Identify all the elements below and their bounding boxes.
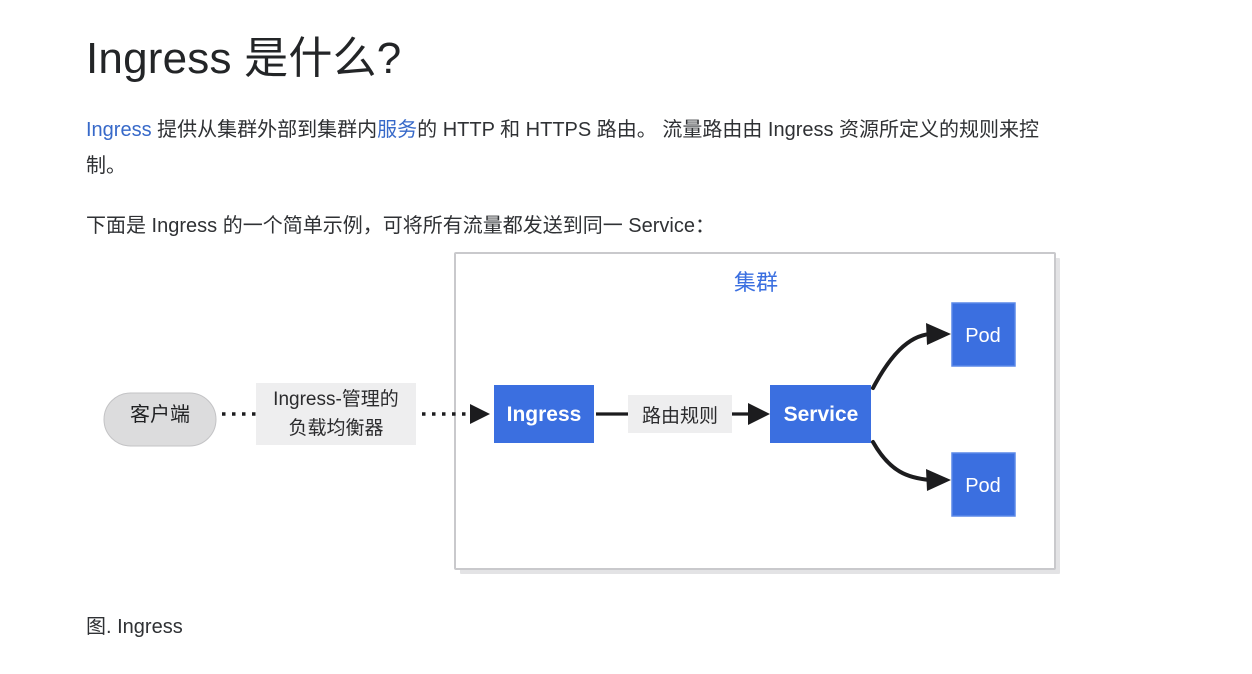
page-title: Ingress 是什么? [86, 34, 402, 84]
client-to-ingress-arrowhead [470, 404, 490, 424]
loadbalancer-label-background [256, 383, 416, 445]
intro-paragraph: Ingress 提供从集群外部到集群内服务的 HTTP 和 HTTPS 路由。 … [86, 112, 1076, 184]
ingress-diagram: 集群 客户端 Ingress-管理的 负载均衡器 Ingress 路由规则 Se… [0, 240, 1252, 600]
intro-text-part-2: 的 HTTP 和 HTTPS 路由。 流量路由由 Ingress 资源所定义的规… [86, 119, 1040, 177]
service-to-pod-top-arrowhead [926, 323, 951, 345]
loadbalancer-label-line-1: Ingress-管理的 [273, 388, 399, 410]
routing-rule-label: 路由规则 [642, 405, 718, 427]
pod-bottom-node [951, 452, 1016, 517]
pod-bottom-label: Pod [965, 475, 1001, 497]
client-label: 客户端 [130, 403, 190, 426]
figure-caption: 图. Ingress [86, 616, 183, 638]
service-link[interactable]: 服务 [377, 119, 418, 141]
client-node [103, 392, 217, 447]
ingress-link[interactable]: Ingress [86, 119, 152, 141]
service-to-pod-top-line [871, 332, 932, 390]
intro-text-part-1: 提供从集群外部到集群内 [151, 119, 378, 141]
service-to-pod-bottom-line [871, 440, 932, 482]
example-paragraph: 下面是 Ingress 的一个简单示例，可将所有流量都发送到同一 Service… [86, 215, 715, 237]
pod-top-label: Pod [965, 325, 1001, 347]
service-node [770, 385, 871, 443]
routing-rule-label-background [628, 395, 732, 433]
loadbalancer-label-line-2: 负载均衡器 [288, 417, 383, 439]
ingress-node [494, 385, 594, 443]
service-node-label: Service [784, 403, 859, 426]
ingress-node-label: Ingress [507, 403, 582, 426]
cluster-label: 集群 [734, 270, 778, 295]
service-to-pod-bottom-arrowhead [926, 469, 951, 491]
pod-top-node [951, 302, 1016, 367]
ingress-to-service-arrowhead [748, 403, 770, 425]
